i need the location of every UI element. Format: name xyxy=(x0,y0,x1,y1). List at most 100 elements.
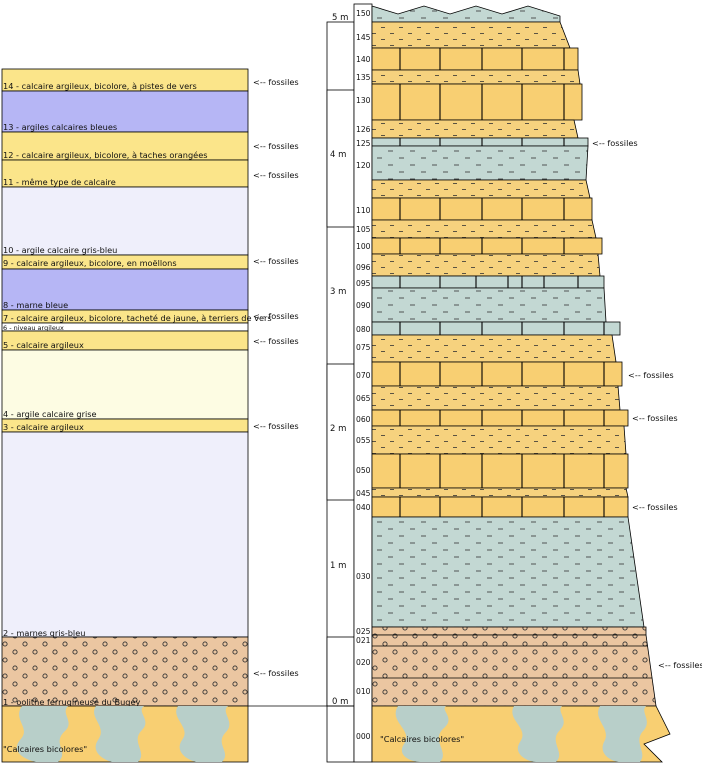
layer-thin-bed-095 xyxy=(372,276,604,288)
meter-label-4: 4 m xyxy=(330,150,346,160)
fossil-marker: <-- fossiles xyxy=(628,370,674,380)
sample-label: 130 xyxy=(356,96,371,105)
sample-label: 030 xyxy=(356,572,371,581)
unit-description-column: 14 - calcaire argileux, bicolore, à pist… xyxy=(2,69,272,762)
unit-14: 14 - calcaire argileux, bicolore, à pist… xyxy=(2,69,248,91)
layer-limestone-130 xyxy=(372,84,582,120)
fossil-marker: <-- fossiles xyxy=(253,141,299,151)
fossil-marker: <-- fossiles xyxy=(658,660,702,670)
sample-label: 135 xyxy=(356,73,371,82)
fossil-marker: <-- fossiles xyxy=(253,170,299,180)
unit-1: 1 - oolithe ferrugineuse du Bugey xyxy=(2,637,248,707)
layer-thin-bed-080 xyxy=(372,322,620,335)
layer-sandy-096 xyxy=(372,254,600,276)
fossil-marker: <-- fossiles xyxy=(592,138,638,148)
sample-label: 096 xyxy=(356,263,371,272)
layer-limestone-050 xyxy=(372,454,628,488)
sample-label: 025 xyxy=(356,627,371,636)
sample-label: 070 xyxy=(356,371,371,380)
sample-label: 020 xyxy=(356,658,371,667)
sample-label: 000 xyxy=(356,732,371,741)
layer-sandy-055 xyxy=(372,426,626,454)
sample-label: 110 xyxy=(356,206,371,215)
meter-label-5: 5 m xyxy=(332,13,348,23)
sample-label: 050 xyxy=(356,466,371,475)
unit-2: 2 - marnes gris-bleu xyxy=(2,432,248,638)
unit-13-label: 13 - argiles calcaires bleues xyxy=(3,122,117,132)
unit-13: 13 - argiles calcaires bleues xyxy=(2,91,248,132)
sample-label: 055 xyxy=(356,436,371,445)
layer-sandy-065 xyxy=(372,386,620,410)
unit-12-label: 12 - calcaire argileux, bicolore, à tach… xyxy=(3,150,208,160)
sample-label: 120 xyxy=(356,161,371,170)
layer-limestone-100 xyxy=(372,238,602,254)
unit-4-label: 4 - argile calcaire grise xyxy=(3,409,97,419)
unit-3-label: 3 - calcaire argileux xyxy=(3,422,84,432)
layer-marl-120 xyxy=(372,146,588,180)
left-base-blob xyxy=(94,706,145,762)
sample-label: 140 xyxy=(356,55,371,64)
layer-limestone-040 xyxy=(372,497,628,517)
meter-scale: 5 m 4 m 3 m 2 m 1 m 0 m xyxy=(327,13,354,762)
unit-12: 12 - calcaire argileux, bicolore, à tach… xyxy=(2,132,248,160)
layer-marl-030 xyxy=(372,517,644,627)
layer-sandy-110 xyxy=(372,180,590,198)
unit-8: 8 - marne bleue xyxy=(2,269,248,310)
layer-limestone-140 xyxy=(372,48,578,70)
fossil-marker: <-- fossiles xyxy=(253,336,299,346)
layer-sandy-145 xyxy=(372,22,570,48)
unit-8-label: 8 - marne bleue xyxy=(3,300,68,310)
layer-sandy-075 xyxy=(372,335,616,362)
sample-label: 145 xyxy=(356,33,371,42)
sample-label: 075 xyxy=(356,343,371,352)
layer-thin-bed-125 xyxy=(372,138,588,146)
layer-sandy-135 xyxy=(372,70,580,84)
unit-7-label: 7 - calcaire argileux, bicolore, tacheté… xyxy=(3,313,272,323)
layer-marl-150 xyxy=(372,6,560,22)
fossil-marker: <-- fossiles xyxy=(253,421,299,431)
unit-10: 10 - argile calcaire gris-bleu xyxy=(2,187,248,255)
unit-7: 7 - calcaire argileux, bicolore, tacheté… xyxy=(2,310,272,323)
unit-11-label: 11 - même type de calcaire xyxy=(3,177,116,187)
layer-sandy-045 xyxy=(372,488,628,497)
layer-sandy-105 xyxy=(372,220,596,238)
right-base-label: "Calcaires bicolores" xyxy=(380,734,464,744)
left-base-bicolore: "Calcaires bicolores" xyxy=(2,706,248,762)
sample-label: 045 xyxy=(356,489,371,498)
sample-label: 090 xyxy=(356,301,371,310)
meter-label-0: 0 m xyxy=(332,697,348,707)
sample-label: 010 xyxy=(356,687,371,696)
meter-label-2: 2 m xyxy=(330,424,346,434)
unit-14-label: 14 - calcaire argileux, bicolore, à pist… xyxy=(3,81,197,91)
fossil-marker: <-- fossiles xyxy=(253,77,299,87)
unit-9: 9 - calcaire argileux, bicolore, en moël… xyxy=(2,255,248,269)
sample-label: 065 xyxy=(356,394,371,403)
sample-label: 080 xyxy=(356,325,371,334)
layer-sandy-126 xyxy=(372,120,578,138)
unit-5: 5 - calcaire argileux xyxy=(2,331,248,350)
unit-1-label: 1 - oolithe ferrugineuse du Bugey xyxy=(3,697,140,707)
sample-label: 060 xyxy=(356,415,371,424)
sample-label: 105 xyxy=(356,225,371,234)
layer-limestone-060 xyxy=(372,410,628,426)
layer-marl-090 xyxy=(372,288,606,322)
left-fossil-markers: <-- fossiles <-- fossiles <-- fossiles <… xyxy=(253,77,299,678)
layer-limestone-070 xyxy=(372,362,622,386)
sample-column: 150 145 140 135 130 126 125 120 110 105 … xyxy=(354,4,372,762)
left-base-label: "Calcaires bicolores" xyxy=(3,744,87,754)
layer-oolite-025 xyxy=(372,627,646,635)
fossil-marker: <-- fossiles xyxy=(632,413,678,423)
sample-label: 150 xyxy=(356,9,371,18)
sample-label: 040 xyxy=(356,503,371,512)
unit-2-label: 2 - marnes gris-bleu xyxy=(3,628,85,638)
meter-label-1: 1 m xyxy=(330,561,346,571)
sample-label: 095 xyxy=(356,279,371,288)
fossil-marker: <-- fossiles xyxy=(253,668,299,678)
fossil-marker: <-- fossiles xyxy=(253,311,299,321)
fossil-marker: <-- fossiles xyxy=(253,256,299,266)
sample-label: 100 xyxy=(356,242,371,251)
sample-label: 126 xyxy=(356,125,371,134)
sample-label: 021 xyxy=(356,636,371,645)
fossil-marker: <-- fossiles xyxy=(632,502,678,512)
